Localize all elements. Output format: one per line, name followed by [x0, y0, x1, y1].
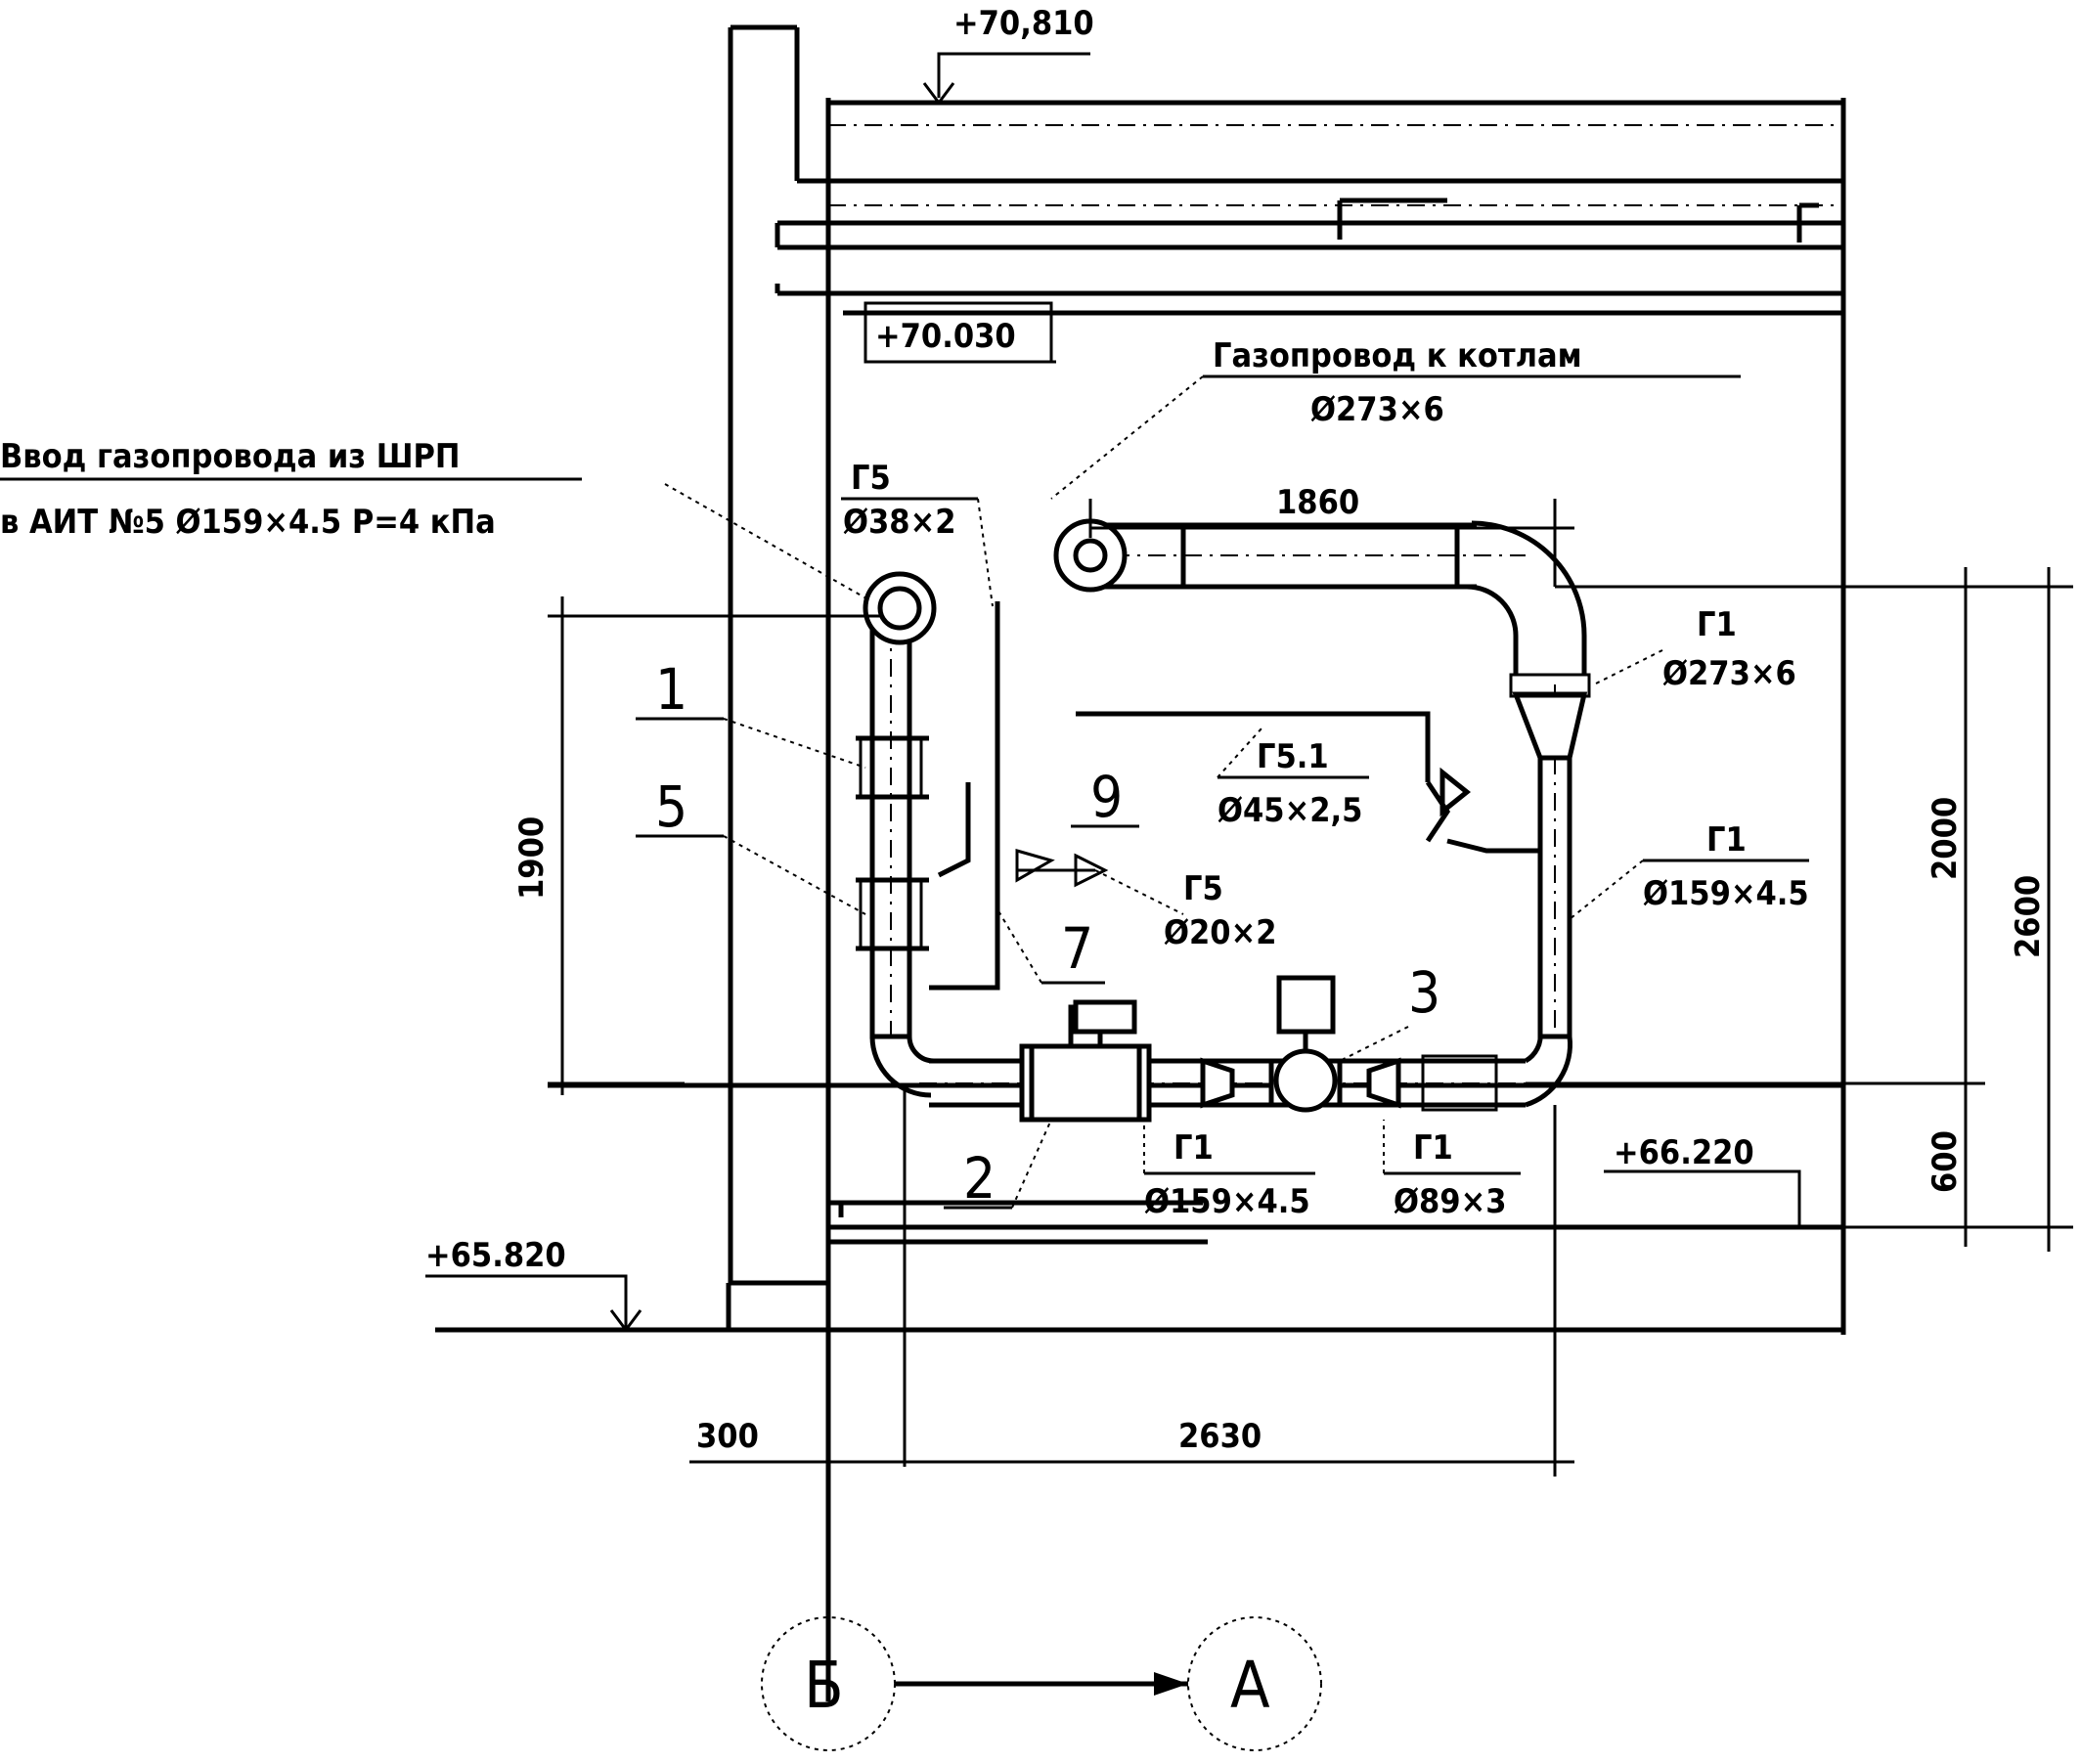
label-g1-bottom-size: Ø159×4.5: [1144, 1182, 1310, 1221]
label-g1-right-size: Ø159×4.5: [1643, 874, 1809, 913]
axis-markers: Б А: [761, 1616, 1322, 1751]
label-g1-bottom-code: Г1: [1173, 1128, 1214, 1168]
label-g1-bottom2-code: Г1: [1413, 1128, 1453, 1168]
dimensions: 1860 1900 2000 2600 600 300 2630: [512, 483, 2073, 1477]
position-3: 3: [1408, 959, 1440, 1026]
inlet-note-line2: в АИТ №5 Ø159×4.5 P=4 кПа: [0, 503, 496, 542]
dim-right-2600: 2600: [2009, 875, 2048, 958]
dim-left-height: 1900: [512, 816, 552, 900]
position-1: 1: [655, 656, 687, 723]
boiler-note-line2: Ø273×6: [1310, 390, 1444, 429]
elevation-top: +70,810: [953, 4, 1094, 43]
inlet-note: Ввод газопровода из ШРП в АИТ №5 Ø159×4.…: [0, 437, 881, 607]
label-g1-right-top-size: Ø273×6: [1662, 654, 1796, 693]
dim-bottom-300: 300: [696, 1417, 759, 1456]
inlet-note-line1: Ввод газопровода из ШРП: [0, 437, 461, 476]
label-g1-right-code: Г1: [1706, 820, 1747, 860]
dim-top-run: 1860: [1276, 483, 1359, 522]
elevation-floor: +66.220: [1614, 1133, 1754, 1172]
dim-right-600: 600: [1926, 1130, 1965, 1193]
position-5: 5: [655, 773, 687, 840]
elevation-marks: +70,810 +70.030 +66.220 +65.820: [425, 4, 1801, 1333]
pipe-labels: Г5 Ø38×2 Г5.1 Ø45×2,5 Г5 Ø20×2 Г1 Ø273×6…: [841, 459, 1809, 1221]
position-9: 9: [1090, 764, 1123, 830]
label-g5-top-size: Ø38×2: [843, 503, 955, 542]
label-g1-right-top-code: Г1: [1697, 605, 1737, 644]
label-g5-1-code: Г5.1: [1257, 737, 1329, 776]
boiler-note-line1: Газопровод к котлам: [1213, 336, 1582, 375]
dim-right-2000: 2000: [1926, 797, 1965, 880]
label-g5-small-code: Г5: [1183, 869, 1223, 908]
label-g5-top-code: Г5: [851, 459, 891, 498]
boiler-pipe-note: Газопровод к котлам Ø273×6: [1050, 336, 1741, 500]
pipework: [856, 518, 1591, 1123]
axis-a-marker-icon: [1187, 1616, 1322, 1751]
position-callouts: 1 5 9 7 3 2: [636, 656, 1440, 1212]
label-g5-small-size: Ø20×2: [1164, 913, 1276, 952]
position-2: 2: [963, 1145, 996, 1212]
elevation-slab: +70.030: [875, 317, 1016, 356]
label-g5-1-size: Ø45×2,5: [1218, 791, 1362, 830]
label-g1-bottom2-size: Ø89×3: [1394, 1182, 1506, 1221]
building-structure: [435, 24, 1846, 1701]
dim-bottom-2630: 2630: [1178, 1417, 1262, 1456]
axis-left-label: Б: [804, 1648, 844, 1723]
position-7: 7: [1061, 915, 1093, 982]
axis-right-label: А: [1230, 1648, 1270, 1723]
elevation-ground: +65.820: [425, 1236, 566, 1275]
